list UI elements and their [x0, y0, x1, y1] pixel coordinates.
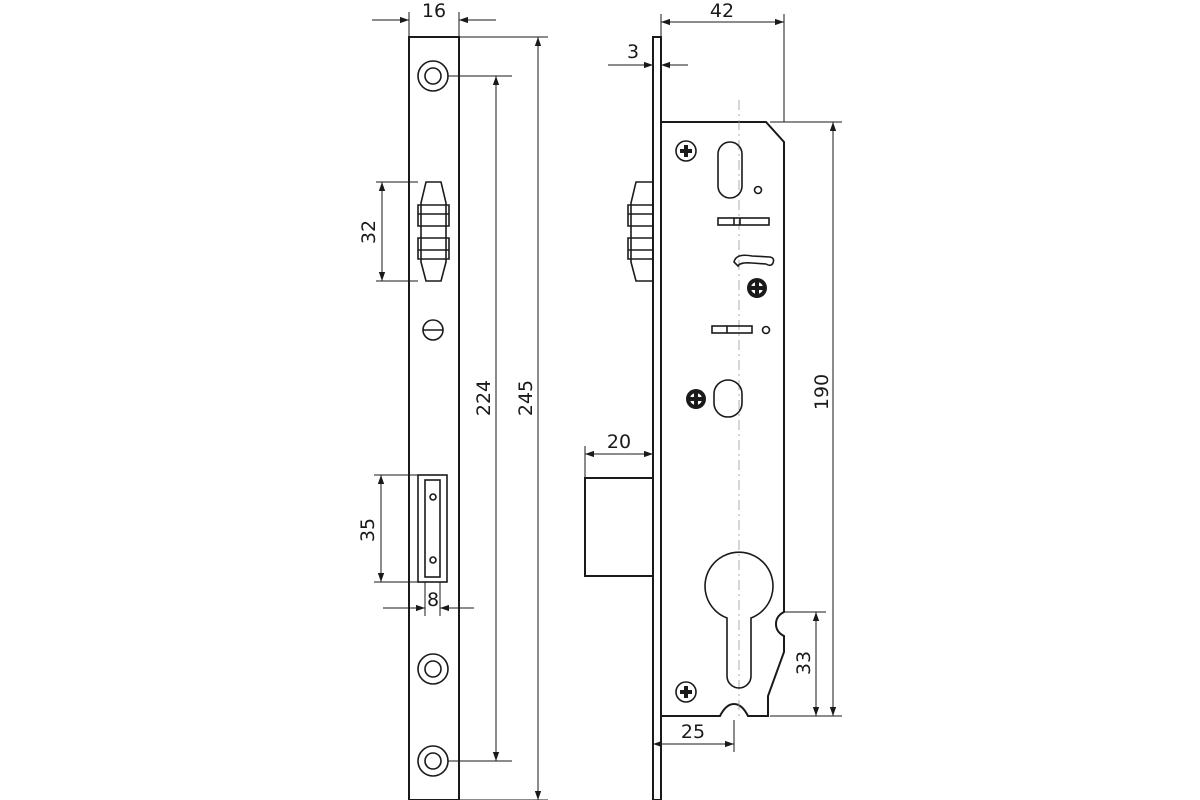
- faceplate-front-view: [408, 36, 460, 800]
- oval-hole: [713, 379, 743, 418]
- lock-case-outline: [660, 121, 785, 717]
- dimension-plate-thickness: 3: [608, 41, 688, 69]
- dimension-bolt-throw: 20: [584, 431, 653, 478]
- dimension-label: 33: [793, 651, 815, 675]
- deadbolt-side: [584, 477, 654, 577]
- dimension-cylinder-height: 33: [784, 611, 826, 716]
- lock-body-side-view: [584, 36, 785, 800]
- dimension-label: 8: [427, 589, 439, 611]
- dimension-label: 42: [710, 0, 734, 22]
- faceplate-screw-hole-top: [417, 60, 449, 92]
- cylinder-cutout: [704, 551, 774, 689]
- dimension-label: 35: [357, 518, 379, 542]
- dimension-label: 20: [607, 431, 631, 453]
- faceplate-screw-hole-middle: [417, 653, 449, 685]
- dimension-bolt-width: 8: [383, 582, 474, 616]
- pin-hole: [753, 185, 763, 195]
- phillips-screw-icon: [686, 389, 706, 409]
- phillips-screw-icon: [675, 681, 697, 703]
- follower-slot: [717, 141, 743, 199]
- phillips-screw-icon: [747, 278, 767, 298]
- dimension-label: 32: [358, 220, 380, 244]
- dimension-faceplate-length: 245: [459, 36, 548, 800]
- dimension-label: 245: [515, 380, 537, 416]
- latch-bar: [717, 217, 770, 226]
- faceplate-screw-hole-bottom: [417, 745, 449, 777]
- deadbolt-slot-front: [417, 474, 448, 583]
- phillips-screw-icon: [675, 140, 697, 162]
- dimension-label: 224: [473, 380, 495, 416]
- dimension-label: 190: [811, 374, 833, 410]
- dimension-centre-distance: 190: [770, 121, 842, 717]
- dimension-label: 16: [422, 0, 446, 22]
- dimension-backset: 25: [652, 716, 735, 752]
- deadbolt-bar: [711, 325, 753, 334]
- faceplate-edge: [652, 36, 662, 800]
- dimension-label: 3: [627, 41, 639, 63]
- latch-tongue-front: [417, 181, 450, 282]
- dimension-screw-spacing: 224: [448, 75, 512, 762]
- slotted-screw-icon: [422, 319, 444, 341]
- pin-hole: [761, 325, 771, 335]
- dimension-label: 25: [681, 721, 705, 743]
- dimension-body-depth: 42: [660, 0, 785, 122]
- dimensions: 16 32 224 245 35: [357, 0, 842, 800]
- dimension-latch-height: 32: [358, 181, 418, 282]
- dimension-faceplate-width: 16: [372, 0, 496, 37]
- latch-tongue-side: [627, 181, 654, 282]
- dimension-bolt-height: 35: [357, 474, 418, 583]
- faceplate-outline: [408, 36, 460, 800]
- spring-icon: [733, 254, 775, 268]
